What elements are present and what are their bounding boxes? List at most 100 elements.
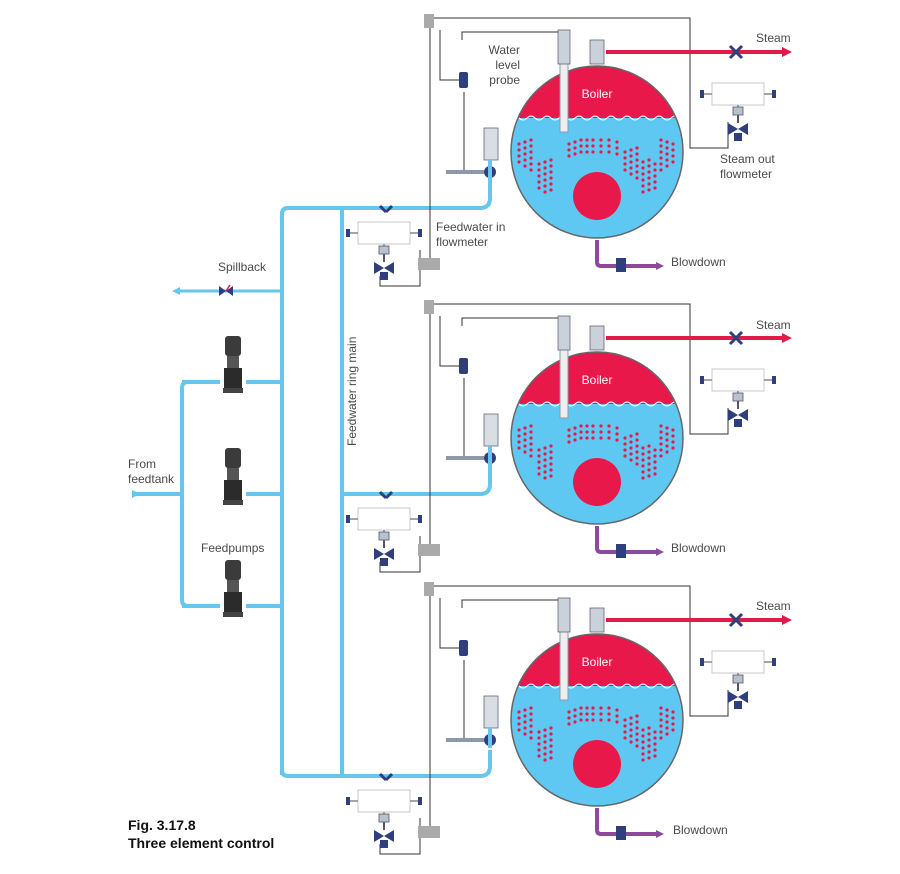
feed-3-flowmeter-set — [346, 789, 422, 848]
steam-1-control-valve-icon — [728, 106, 748, 141]
feed-2-flowmeter-set — [346, 507, 422, 566]
feedwater-in-flowmeter-label-1: Feedwater in — [436, 220, 505, 234]
feedtank-arrow-icon — [132, 490, 140, 498]
feed-3-isolation-valve-icon — [418, 797, 422, 805]
steam-label-2: Steam — [756, 318, 791, 332]
flow-computer-icon — [418, 826, 440, 838]
level-transmitter-icon — [459, 640, 468, 656]
blowdown-valve-icon — [616, 544, 626, 558]
water-surface — [511, 401, 683, 407]
blowdown-pipe — [595, 240, 656, 268]
feed-3-isolation-valve-icon — [346, 797, 350, 805]
feed-system — [132, 180, 492, 778]
feed-check-valve-icon — [483, 413, 499, 447]
from-feedtank-label-1: From — [128, 457, 156, 471]
blowdown-label-1: Blowdown — [671, 255, 726, 269]
blowdown-valve-icon — [616, 258, 626, 272]
furnace-tube — [573, 458, 621, 506]
probe-head — [557, 29, 571, 65]
water-surface — [511, 683, 683, 689]
feed-line-boiler-3 — [280, 750, 492, 778]
boiler-2: Boiler — [346, 300, 792, 573]
boiler-1: Boiler — [346, 14, 792, 287]
blowdown-pipe — [595, 808, 656, 836]
level-transmitter-icon — [459, 72, 468, 88]
blowdown-arrow-icon — [656, 830, 664, 838]
steam-3-flowmeter-set — [700, 650, 776, 709]
controller-icon — [424, 300, 434, 314]
water-level-probe-label-1: Water — [488, 43, 520, 57]
water-level-probe-icon — [559, 629, 569, 701]
water-level-probe-label-3: probe — [489, 73, 520, 87]
fire-tubes — [517, 706, 675, 762]
steam-3-isolation-valve-icon — [700, 658, 704, 666]
steam-2-isolation-valve-icon — [772, 376, 776, 384]
from-feedtank-label-2: feedtank — [128, 472, 175, 486]
probe-head — [557, 315, 571, 351]
fire-tubes — [517, 138, 675, 194]
steam-signal-line — [432, 17, 729, 149]
boiler-label: Boiler — [582, 373, 613, 387]
feedpump-1-icon — [223, 336, 243, 393]
steam-2-isolation-valve-icon — [700, 376, 704, 384]
header-corner-top — [280, 206, 289, 215]
feed-line-boiler-1 — [288, 180, 492, 210]
feed-2-isolation-valve-icon — [346, 515, 350, 523]
feedwater-ring-main-label: Feedwater ring main — [345, 337, 359, 446]
spillback-arrow-icon — [172, 287, 180, 295]
steam-2-flowmeter-set — [700, 368, 776, 427]
figure-title: Three element control — [128, 835, 274, 851]
spillback-label: Spillback — [218, 260, 267, 274]
feed-1-control-valve-icon — [374, 245, 394, 280]
steam-stop-valve-icon — [589, 325, 605, 351]
feedpumps-label: Feedpumps — [201, 541, 264, 555]
labels: Water level probe Steam Steam Steam Stea… — [128, 31, 791, 851]
probe-head — [557, 597, 571, 633]
blowdown-arrow-icon — [656, 262, 664, 270]
steam-1-flowmeter-set — [700, 82, 776, 141]
blowdown-arrow-icon — [656, 548, 664, 556]
steam-3-control-valve-icon — [728, 674, 748, 709]
steam-arrow-icon — [782, 333, 792, 343]
furnace-tube — [573, 740, 621, 788]
steam-flowmeter-icon — [728, 44, 744, 60]
spillback-valve-icon — [219, 284, 233, 296]
feed-line-boiler-2 — [342, 466, 492, 496]
steam-arrow-icon — [782, 615, 792, 625]
controller-icon — [424, 582, 434, 596]
feed-check-valve-icon — [483, 127, 499, 161]
water-level-probe-icon — [559, 61, 569, 133]
steam-1-isolation-valve-icon — [700, 90, 704, 98]
boiler-shell — [510, 351, 684, 525]
probe-signal-line — [461, 317, 563, 336]
flow-computer-icon — [418, 544, 440, 556]
feed-flowmeter-icon — [378, 490, 394, 500]
boiler-shell — [510, 65, 684, 239]
feedwater-in-flowmeter-label-2: flowmeter — [436, 235, 488, 249]
flow-computer-icon — [418, 258, 440, 270]
pump-suction-manifold — [180, 380, 189, 608]
blowdown-valve-icon — [616, 826, 626, 840]
steam-label-1: Steam — [756, 31, 791, 45]
figure-number: Fig. 3.17.8 — [128, 817, 196, 833]
level-signal-line — [439, 30, 460, 81]
blowdown-label-3: Blowdown — [673, 823, 728, 837]
steam-2-control-valve-icon — [728, 392, 748, 427]
steam-out-flowmeter-label-1: Steam out — [720, 152, 775, 166]
level-signal-line — [439, 316, 460, 367]
feed-2-isolation-valve-icon — [418, 515, 422, 523]
blowdown-label-2: Blowdown — [671, 541, 726, 555]
steam-flowmeter-icon — [728, 330, 744, 346]
steam-out-flowmeter-label-2: flowmeter — [720, 167, 772, 181]
steam-flowmeter-icon — [728, 612, 744, 628]
feed-2-control-valve-icon — [374, 531, 394, 566]
feedpump-3-icon — [223, 560, 243, 617]
steam-arrow-icon — [782, 47, 792, 57]
feedpump-2-icon — [223, 448, 243, 505]
blowdown-pipe — [595, 526, 656, 554]
steam-signal-line — [432, 585, 729, 717]
controller-icon — [424, 14, 434, 28]
water-surface — [511, 115, 683, 121]
